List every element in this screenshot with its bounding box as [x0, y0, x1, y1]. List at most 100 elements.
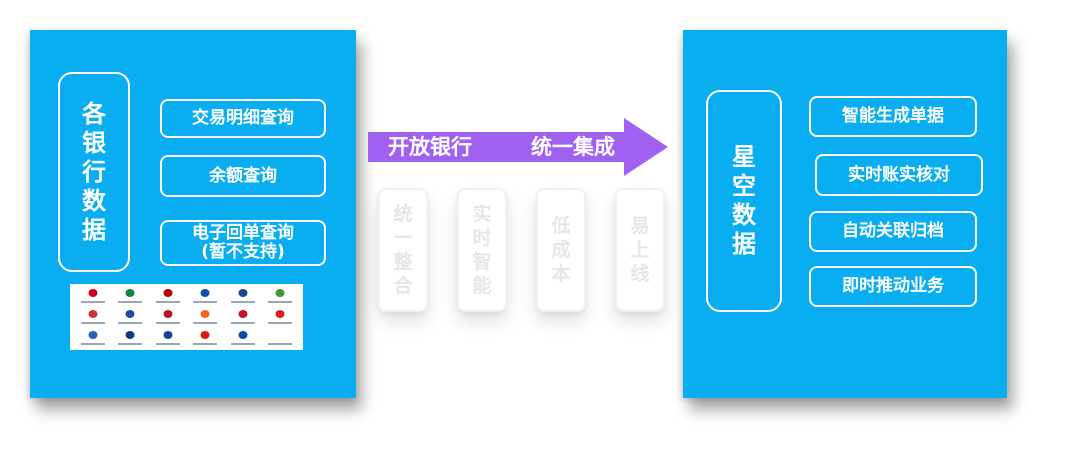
logo-mark [200, 289, 210, 298]
bank-data-panel: 各 银 行 数 据 交易明细查询 余额查询 电子回单查询 (暂不支持) [30, 30, 356, 398]
logo-mark [88, 289, 98, 298]
logo-caption [230, 321, 255, 324]
bank-logo-icon [230, 330, 256, 345]
title-char: 数 [82, 186, 106, 215]
arrow-label-right: 统一集成 [531, 135, 615, 159]
bank-data-title: 各 银 行 数 据 [58, 72, 130, 272]
xingkong-data-panel: 星 空 数 据 智能生成单据 实时账实核对 自动关联归档 即时推动业务 [683, 30, 1007, 398]
logo-mark [88, 330, 98, 339]
xingkong-data-title: 星 空 数 据 [706, 90, 782, 312]
smart-document-generation-box: 智能生成单据 [809, 96, 977, 137]
bank-logo-icon [155, 289, 181, 304]
feature-char: 易 [630, 215, 650, 237]
title-char: 数 [732, 201, 756, 229]
logo-caption [268, 342, 293, 345]
feature-unified-integration: 统 一 整 合 [378, 188, 428, 312]
logo-caption [118, 342, 143, 345]
arrow-label: 开放银行 统一集成 [388, 128, 638, 166]
logo-caption [230, 301, 255, 304]
logo-mark [275, 309, 285, 318]
open-banking-arrow [368, 118, 668, 176]
feature-char: 时 [472, 227, 492, 249]
bank-logo-icon [80, 289, 106, 304]
title-char: 据 [732, 230, 756, 258]
logo-caption [118, 301, 143, 304]
feature-low-cost: 低 成 本 [536, 188, 586, 312]
feature-easy-launch: 易 上 线 [615, 188, 665, 312]
logo-caption [268, 301, 293, 304]
logo-mark [125, 330, 135, 339]
bank-logo-icon [230, 309, 256, 324]
title-char: 行 [82, 157, 106, 186]
feature-char: 整 [393, 251, 413, 273]
logo-mark [200, 330, 210, 339]
feature-char: 上 [630, 239, 650, 261]
item-label: 智能生成单据 [842, 106, 944, 126]
feature-char: 智 [472, 251, 492, 273]
logo-caption [80, 301, 105, 304]
feature-char: 低 [551, 215, 571, 237]
transaction-detail-query-box: 交易明细查询 [160, 99, 326, 138]
logo-caption [268, 321, 293, 324]
logo-mark [238, 289, 248, 298]
feature-char: 实 [472, 203, 492, 225]
bank-logo-icon [267, 289, 293, 304]
title-char: 各 [82, 99, 106, 128]
logo-mark [163, 309, 173, 318]
logo-mark [125, 289, 135, 298]
arrow-shape [368, 118, 668, 176]
logo-mark [275, 330, 285, 339]
logo-mark [200, 309, 210, 318]
balance-query-box: 余额查询 [160, 155, 326, 197]
bank-logo-icon [80, 330, 106, 345]
instant-business-push-box: 即时推动业务 [809, 266, 977, 307]
logo-mark [163, 330, 173, 339]
feature-char: 统 [393, 203, 413, 225]
logo-caption [155, 301, 180, 304]
item-label: 交易明细查询 [192, 108, 294, 128]
bank-logo-icon [155, 330, 181, 345]
bank-logo-icon [192, 330, 218, 345]
item-label: 电子回单查询 [192, 223, 294, 243]
logo-caption [155, 321, 180, 324]
auto-link-archive-box: 自动关联归档 [809, 211, 977, 252]
bank-logo-icon [155, 309, 181, 324]
bank-logos-grid [70, 284, 303, 350]
item-label: 自动关联归档 [842, 221, 944, 241]
logo-caption [193, 342, 218, 345]
item-note: (暂不支持) [201, 242, 285, 262]
bank-logo-icon [230, 289, 256, 304]
feature-char: 本 [551, 263, 571, 285]
title-char: 空 [732, 172, 756, 200]
arrow-label-left: 开放银行 [388, 135, 472, 159]
bank-logo-icon [117, 330, 143, 345]
item-label: 余额查询 [209, 165, 277, 186]
logo-caption [155, 342, 180, 345]
logo-mark [88, 309, 98, 318]
bank-logo-icon [117, 289, 143, 304]
item-label: 即时推动业务 [842, 276, 944, 296]
logo-caption [193, 321, 218, 324]
feature-realtime-intelligent: 实 时 智 能 [457, 188, 507, 312]
title-char: 据 [82, 215, 106, 244]
feature-char: 成 [551, 239, 571, 261]
realtime-reconciliation-box: 实时账实核对 [815, 154, 983, 196]
title-char: 星 [732, 143, 756, 171]
logo-caption [80, 342, 105, 345]
feature-char: 合 [393, 275, 413, 297]
logo-caption [118, 321, 143, 324]
logo-mark [238, 309, 248, 318]
logo-mark [163, 289, 173, 298]
logo-caption [80, 321, 105, 324]
logo-mark [125, 309, 135, 318]
bank-logo-icon [117, 309, 143, 324]
feature-char: 一 [393, 227, 413, 249]
item-label: 实时账实核对 [848, 164, 950, 185]
feature-char: 线 [630, 263, 650, 285]
logo-caption [193, 301, 218, 304]
bank-logo-icon [192, 309, 218, 324]
logo-mark [238, 330, 248, 339]
feature-char: 能 [472, 275, 492, 297]
e-receipt-query-box: 电子回单查询 (暂不支持) [160, 220, 326, 266]
logo-mark [275, 289, 285, 298]
